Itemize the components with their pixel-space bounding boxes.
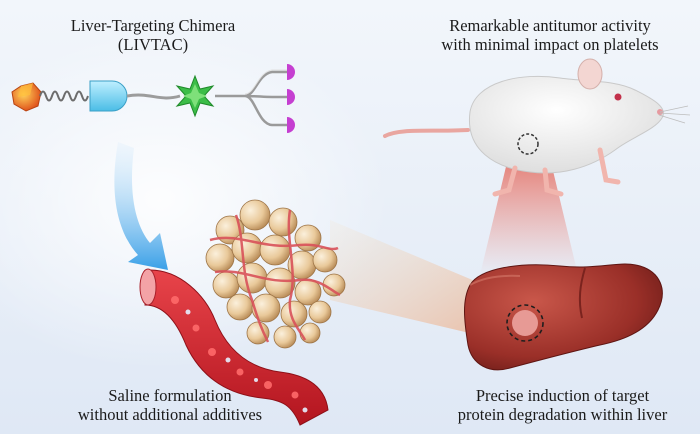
- caption-precise-line2: protein degradation within liver: [457, 405, 668, 424]
- linker-star-icon: [175, 74, 215, 118]
- caption-saline: Saline formulation without additional ad…: [45, 386, 295, 424]
- mouse-ear: [577, 58, 603, 90]
- caption-antitumor-line1: Remarkable antitumor activity: [449, 16, 651, 35]
- caption-livtac: Liver-Targeting Chimera (LIVTAC): [28, 16, 278, 54]
- caption-precise: Precise induction of target protein degr…: [425, 386, 700, 424]
- arrow-icon: [114, 142, 168, 270]
- mouse-tail: [383, 128, 470, 138]
- e3-binder-icon: [89, 80, 128, 112]
- caption-antitumor: Remarkable antitumor activity with minim…: [405, 16, 695, 54]
- mouse-beam: [480, 150, 578, 275]
- ligand-icon: [287, 64, 295, 133]
- caption-livtac-line1: Liver-Targeting Chimera: [70, 16, 236, 35]
- mouse-eye: [614, 93, 622, 101]
- spring-linker: [39, 90, 89, 102]
- caption-saline-line1: Saline formulation: [108, 386, 232, 405]
- blood-vessel: [139, 268, 329, 426]
- branch-linker: [215, 70, 288, 127]
- liver-tumor-site: [512, 310, 538, 336]
- tumor-blood-vessels: [209, 209, 341, 343]
- caption-livtac-line2: (LIVTAC): [117, 35, 189, 54]
- branch-linker-highlight: [244, 69, 288, 95]
- mouse-liver-marker: [517, 133, 539, 155]
- mouse-illustration: [383, 58, 691, 275]
- caption-precise-line1: Precise induction of target: [475, 386, 650, 405]
- warhead-icon: [11, 82, 42, 112]
- caption-saline-line2: without additional additives: [77, 405, 263, 424]
- livtac-molecule: [11, 64, 295, 133]
- liver-illustration: [464, 263, 663, 371]
- caption-antitumor-line2: with minimal impact on platelets: [441, 35, 659, 54]
- linker-chain: [126, 93, 181, 100]
